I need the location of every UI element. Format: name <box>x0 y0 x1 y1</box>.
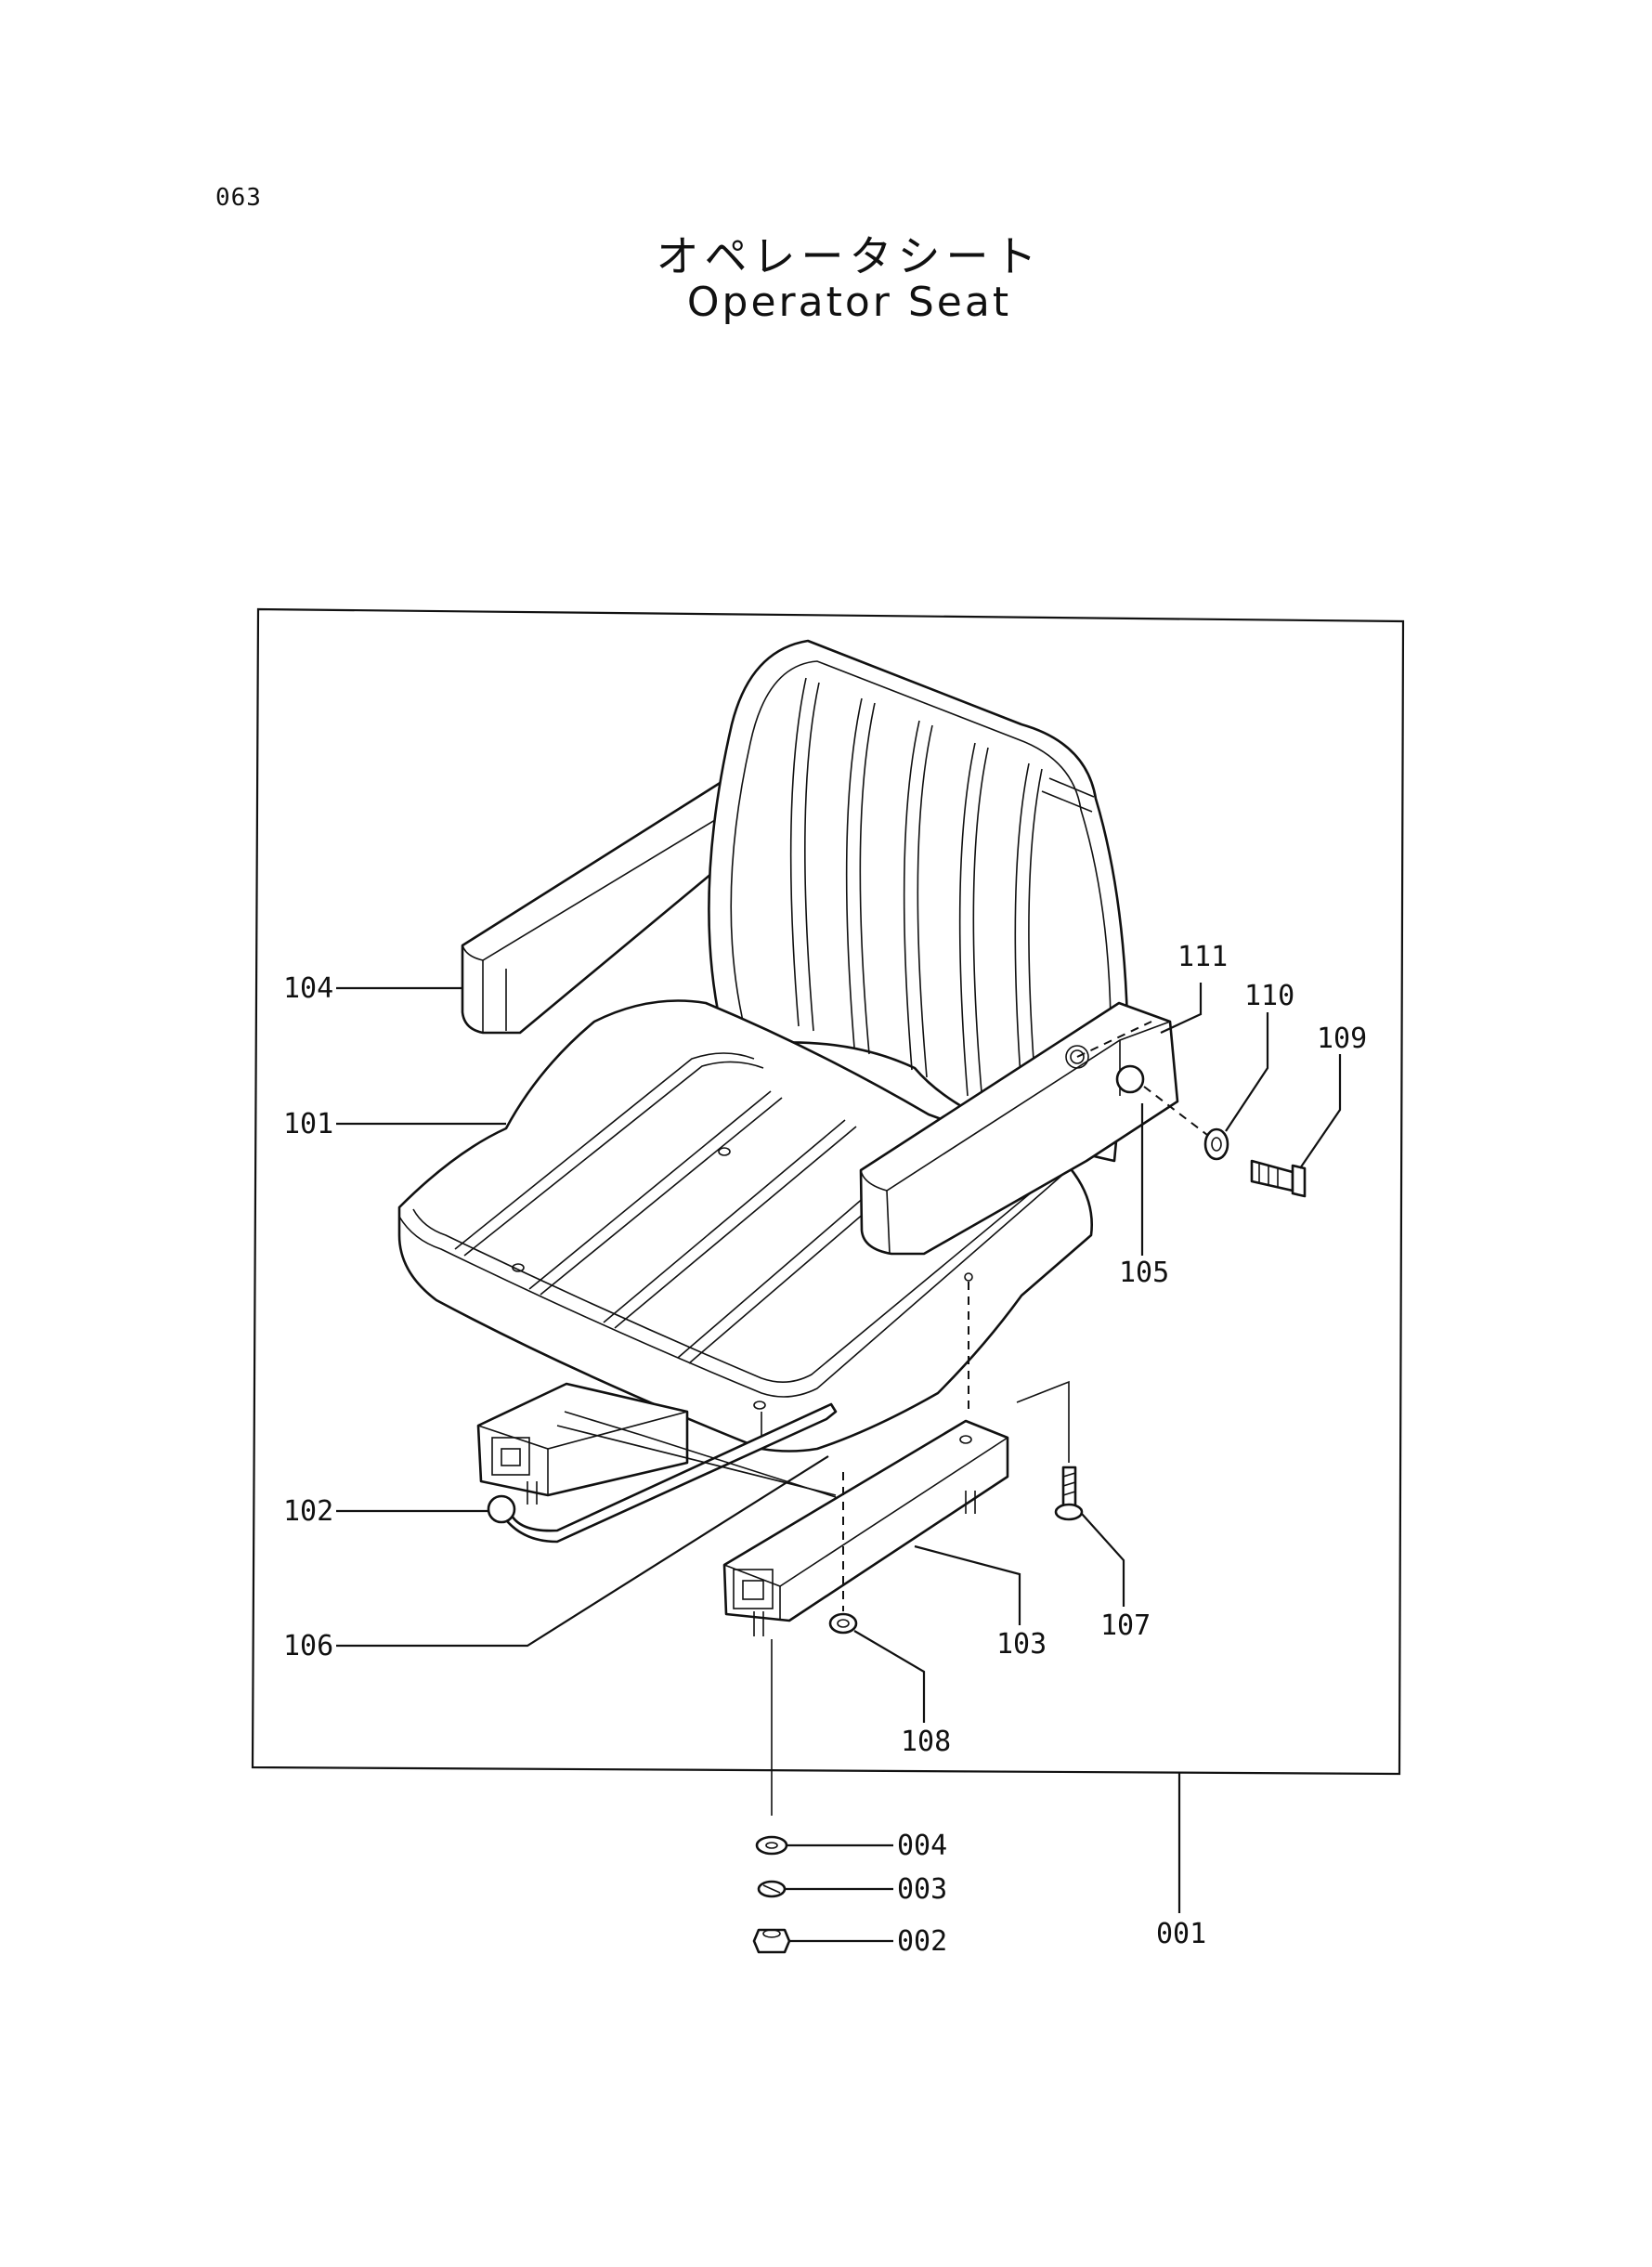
callout-107: 107 <box>1100 1609 1151 1642</box>
page-number: 063 <box>215 184 262 212</box>
left-armrest <box>461 774 752 1035</box>
left-slide-rail <box>476 1382 689 1505</box>
assembly-frame <box>251 607 1405 1776</box>
page-title-japanese: オペレータシート <box>656 231 1043 281</box>
seat-backrest <box>708 639 1129 1163</box>
page-title-english: Operator Seat <box>686 279 1012 326</box>
callout-105: 105 <box>1119 1257 1169 1289</box>
operator-seat-illustration <box>397 639 1307 1954</box>
bolt-107 <box>1054 1466 1084 1521</box>
callout-109: 109 <box>1317 1023 1367 1055</box>
callout-001: 001 <box>1156 1918 1206 1950</box>
callout-108: 108 <box>901 1726 951 1758</box>
seat-slide-lever <box>487 1402 838 1544</box>
flat-washer-004 <box>755 1835 788 1856</box>
washer-108 <box>828 1612 858 1635</box>
leader-lines <box>336 983 1342 1943</box>
callout-106: 106 <box>283 1630 333 1662</box>
callout-002: 002 <box>897 1925 947 1958</box>
seat-cushion <box>397 999 1093 1453</box>
callout-101: 101 <box>283 1108 333 1140</box>
callout-110: 110 <box>1244 980 1294 1012</box>
washer-110 <box>1203 1127 1229 1161</box>
callout-102: 102 <box>283 1495 333 1528</box>
right-armrest <box>859 1001 1179 1256</box>
right-slide-rail <box>722 1419 1009 1636</box>
nut-002 <box>752 1928 791 1954</box>
callout-003: 003 <box>897 1873 947 1906</box>
callout-111: 111 <box>1177 941 1228 973</box>
callout-104: 104 <box>283 972 333 1005</box>
bolt-109 <box>1250 1159 1307 1198</box>
callout-103: 103 <box>996 1628 1047 1661</box>
callout-004: 004 <box>897 1830 947 1862</box>
